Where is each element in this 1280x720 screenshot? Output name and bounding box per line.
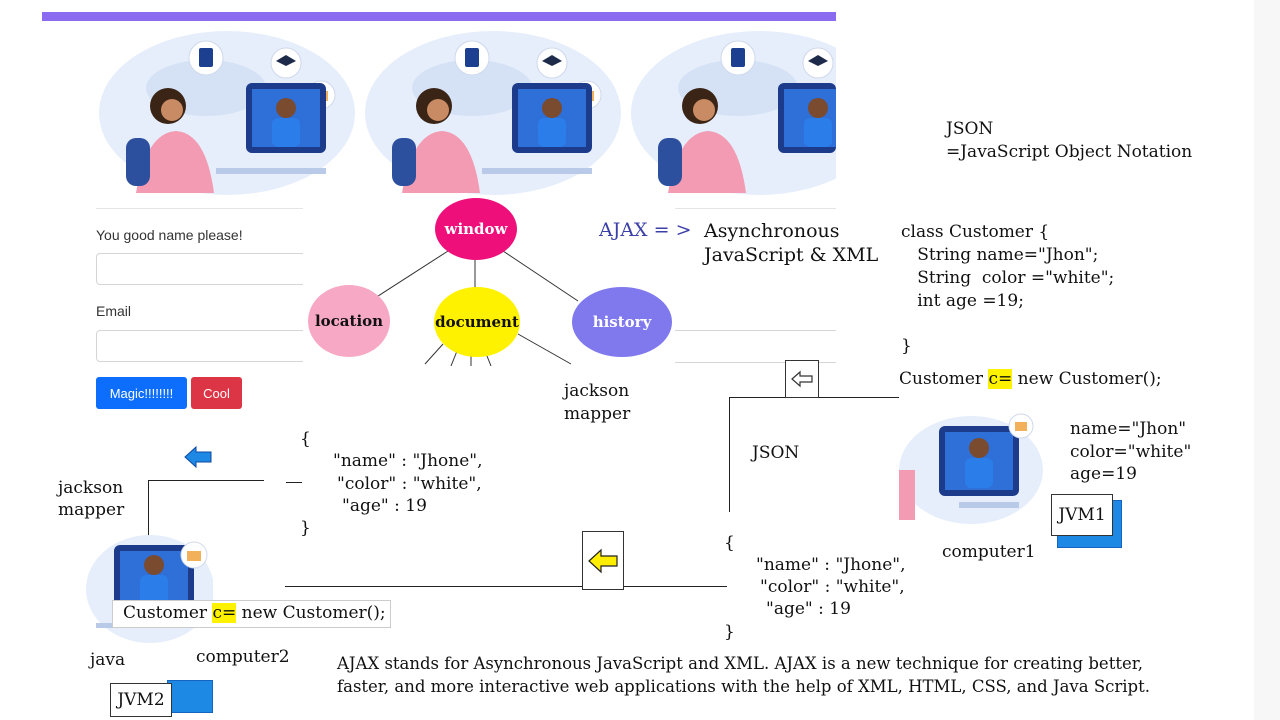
json-block-open: { [724, 533, 735, 553]
tree-node-window: window [435, 198, 517, 260]
email-input[interactable] [96, 330, 306, 362]
tree-node-location: location [308, 285, 390, 357]
blue-left-arrow-icon [184, 445, 212, 469]
json-block-name: "name" : "Jhone", [756, 555, 906, 575]
email-input-edge [674, 330, 836, 331]
object-prop-color: color="white" [1070, 442, 1192, 462]
computer2-label: computer2 [196, 647, 290, 667]
json-block-color: "color" : "white", [760, 577, 905, 597]
tree-node-document: document [434, 287, 520, 357]
jackson-mapper-label-line2: mapper [58, 500, 125, 520]
left-arrow-box [785, 360, 819, 398]
json-block-open: { [300, 429, 311, 449]
online-learning-illustration [631, 31, 836, 195]
online-learning-illustration [365, 31, 621, 195]
tree-node-history: history [572, 287, 672, 357]
instantiation-suffix: new Customer(); [236, 603, 386, 623]
instantiation-highlight: c= [988, 369, 1013, 389]
right-margin [1254, 0, 1280, 720]
connector-line [286, 482, 302, 483]
connector-line [285, 586, 727, 587]
instantiation-prefix: Customer [899, 369, 989, 389]
json-block-close: } [724, 622, 735, 642]
ajax-description-line1: AJAX stands for Asynchronous JavaScript … [337, 654, 1144, 673]
yellow-left-arrow-icon [588, 548, 618, 573]
connector-line [148, 480, 264, 481]
email-input-edge [674, 362, 836, 363]
magic-button[interactable]: Magic!!!!!!!! [96, 377, 187, 409]
json-block-age: "age" : 19 [766, 599, 851, 619]
json-definition: =JavaScript Object Notation [946, 142, 1193, 162]
ajax-expansion-line1: Asynchronous [704, 220, 840, 242]
online-learning-illustration [99, 31, 355, 195]
computer1-illustration [899, 413, 1043, 524]
json-block-close: } [300, 518, 311, 538]
cool-button[interactable]: Cool [191, 377, 242, 409]
instantiation-highlight: c= [212, 603, 237, 623]
instantiation-code-2: Customer c= new Customer(); [112, 600, 391, 628]
ajax-description-line2: faster, and more interactive web applica… [337, 677, 1150, 696]
class-code-line: } [901, 336, 912, 356]
java-label: java [90, 650, 126, 670]
json-block-color: "color" : "white", [337, 474, 482, 494]
dom-tree-connectors [374, 250, 579, 366]
top-accent-bar [42, 12, 836, 21]
ajax-expansion-line2: JavaScript & XML [704, 244, 879, 266]
jvm2-shadow [167, 680, 213, 713]
object-prop-name: name="Jhon" [1070, 419, 1187, 439]
connector-line [729, 397, 730, 512]
yellow-arrow-box [582, 531, 624, 590]
ajax-arrow-label: AJAX = > [599, 219, 692, 241]
json-block-age: "age" : 19 [342, 496, 427, 516]
json-title: JSON [946, 119, 994, 139]
class-code-line: String name="Jhon"; [901, 245, 1099, 265]
email-label: Email [96, 303, 132, 319]
json-block-name: "name" : "Jhone", [333, 451, 483, 471]
name-input[interactable] [96, 253, 306, 285]
json-label: JSON [752, 443, 800, 463]
left-arrow-icon [791, 370, 813, 388]
name-label: You good name please! [96, 227, 243, 243]
class-code-line: class Customer { [901, 222, 1050, 242]
left-margin [0, 0, 42, 720]
jackson-mapper-label-line1: jackson [564, 381, 630, 401]
class-code-line: String color ="white"; [901, 268, 1115, 288]
object-prop-age: age=19 [1070, 464, 1137, 484]
connector-line [148, 480, 149, 550]
instantiation-code-1: Customer c= new Customer(); [899, 368, 1162, 391]
jvm2-box: JVM2 [110, 683, 172, 717]
instantiation-suffix: new Customer(); [1012, 369, 1162, 389]
computer1-label: computer1 [942, 542, 1036, 562]
class-code-line: int age =19; [901, 291, 1024, 311]
instantiation-prefix: Customer [123, 603, 213, 623]
jackson-mapper-label-line1: jackson [58, 478, 124, 498]
jackson-mapper-label-line2: mapper [564, 404, 631, 424]
jvm1-box: JVM1 [1051, 494, 1113, 536]
